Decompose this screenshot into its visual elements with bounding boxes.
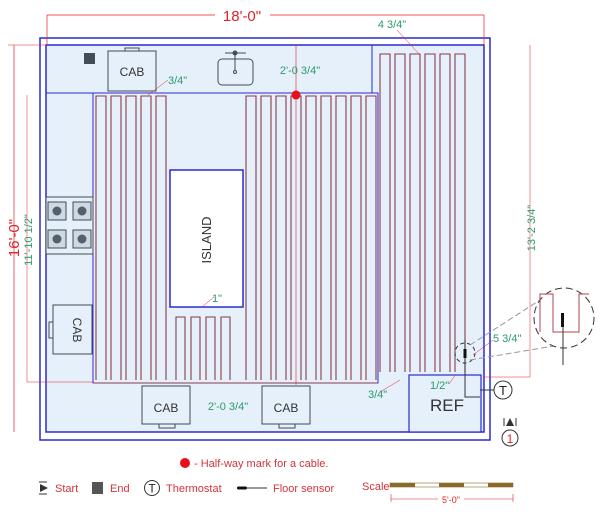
section-number: 1	[507, 432, 514, 446]
cable-loop	[350, 95, 362, 380]
cable-loop	[95, 95, 107, 380]
cab-bottom-2-label: CAB	[274, 401, 299, 415]
cable-loop	[335, 95, 347, 380]
spacing-top-left: 3/4"	[168, 75, 187, 87]
cable-loop	[155, 95, 167, 380]
legend-thermostat-symbol: T	[148, 482, 156, 496]
legend-start-icon	[39, 481, 48, 495]
cable-loop	[125, 95, 137, 380]
thermostat-symbol: T	[499, 383, 507, 398]
detail-callout	[454, 342, 476, 364]
bottom-right-gap: 3/4"	[368, 389, 387, 401]
ref-label: REF	[430, 396, 464, 415]
cable-loop	[379, 53, 391, 372]
cable-loop	[175, 316, 186, 380]
cable-loop	[260, 95, 272, 380]
heated-length-dimension: 11'-10 1/2"	[23, 214, 35, 266]
scale-label: Scale	[362, 481, 390, 493]
scale-length: 5'-0"	[442, 495, 460, 505]
cable-loop	[439, 53, 451, 372]
sink-icon	[217, 50, 254, 86]
cable-loop	[320, 95, 332, 380]
island-label: ISLAND	[199, 217, 214, 264]
right-length-dimension: 13'-2 3/4"	[526, 205, 538, 251]
cable-loop	[365, 95, 377, 380]
cab-bottom-1-label: CAB	[154, 401, 179, 415]
legend-thermostat: Thermostat	[166, 483, 222, 495]
ref	[408, 374, 482, 433]
legend-halfway-icon	[180, 458, 190, 468]
cable-loop	[140, 95, 152, 380]
cable-loop	[220, 316, 231, 380]
ref-gap: 1/2"	[430, 380, 449, 392]
top-gap-dimension: 2'-0 3/4"	[280, 65, 320, 77]
end-marker-icon	[84, 53, 95, 64]
cab-left	[52, 304, 93, 355]
cable-loop	[409, 53, 421, 372]
inner-wall	[45, 44, 485, 433]
cable-loop	[190, 316, 201, 380]
cab-left-label: CAB	[70, 318, 84, 343]
legend-floor-sensor: Floor sensor	[273, 483, 334, 495]
legend-sensor-icon	[237, 486, 267, 490]
spacing-top-right: 4 3/4"	[378, 19, 406, 31]
cable-loop	[424, 53, 436, 372]
heating-cable	[93, 53, 466, 384]
legend-start: Start	[55, 483, 78, 495]
bottom-gap-dimension: 2'-0 3/4"	[208, 401, 248, 413]
island-gap: 1"	[212, 293, 222, 305]
cab-top-label: CAB	[120, 65, 145, 79]
sensor-offset: 5 3/4"	[493, 333, 521, 345]
cable-loop	[305, 95, 317, 380]
cable-loop	[205, 316, 216, 380]
burner-center	[52, 206, 62, 216]
burner-center	[52, 234, 62, 244]
legend-end-icon	[92, 482, 103, 494]
cable-loop	[110, 95, 122, 380]
cable-loop	[394, 53, 406, 372]
cable-loop	[275, 95, 287, 380]
thermostat-icon	[493, 380, 513, 400]
height-dimension: 16'-0"	[6, 219, 23, 257]
width-dimension: 18'-0"	[223, 8, 261, 25]
legend-thermostat-icon	[144, 480, 160, 496]
halfway-mark	[291, 90, 301, 100]
stove-icon	[45, 196, 94, 255]
burner-center	[77, 206, 87, 216]
cable-loop	[245, 95, 257, 380]
cab-top	[107, 50, 157, 92]
floor-sensor-icon	[463, 349, 467, 358]
detail-magnifier	[533, 287, 595, 365]
legend-halfway: - Half-way mark for a cable.	[194, 458, 328, 470]
cab-bottom-2	[261, 385, 311, 425]
burner-center	[77, 234, 87, 244]
legend-end: End	[110, 483, 130, 495]
section-marker	[501, 418, 519, 447]
island	[169, 169, 244, 308]
cable-loop	[454, 53, 466, 372]
